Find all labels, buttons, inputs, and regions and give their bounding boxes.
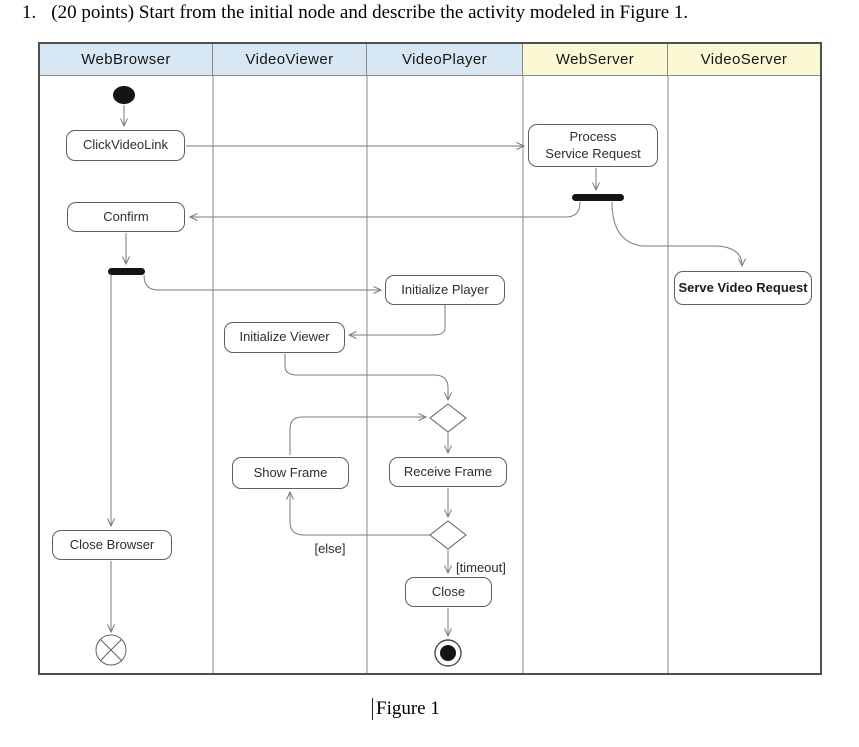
activity-confirm: Confirm [67,202,185,232]
activity-show-frame: Show Frame [232,457,349,489]
activity-close: Close [405,577,492,607]
activity-diagram: WebBrowser VideoViewer VideoPlayer WebSe… [38,42,822,675]
diagram-connectors [95,76,746,673]
swimlane-header-row: WebBrowser VideoViewer VideoPlayer WebSe… [40,44,820,76]
lane-separator-lines [212,76,669,673]
merge-diamond [429,403,467,433]
figure-caption-text: Figure 1 [376,698,440,719]
initial-node [113,86,135,104]
edge-initializeplayer-to-initializeviewer [347,305,446,339]
activity-receive-frame: Receive Frame [389,457,507,487]
fork-bar-webbrowser [108,268,145,275]
activity-process-service-request: Process Service Request [528,124,658,167]
flow-final-node [95,634,127,666]
question-text: 1. (20 points) Start from the initial no… [22,2,822,24]
edge-fork-to-confirm [188,201,581,221]
activity-click-video-link: ClickVideoLink [66,130,185,161]
question-number: 1. [22,2,37,23]
activity-serve-video-request: Serve Video Request [674,271,812,305]
text-cursor [372,698,373,720]
figure-caption: Figure 1 [372,698,440,720]
lane-header-webserver: WebServer [523,44,668,76]
control-flow-edges [107,105,746,638]
activity-final-node [434,639,462,667]
edge-fork-to-servevideo [611,201,746,268]
lane-header-webbrowser: WebBrowser [40,44,213,76]
edge-initializeviewer-to-merge [284,354,452,402]
guard-else-label: [else] [314,541,346,556]
lane-header-videoviewer: VideoViewer [213,44,367,76]
activity-initialize-player: Initialize Player [385,275,505,305]
edge-decision-else-to-showframe [286,490,431,536]
lane-header-videoserver: VideoServer [668,44,820,76]
edge-fork2-to-initializeplayer [143,274,383,294]
activity-initialize-viewer: Initialize Viewer [224,322,345,353]
guard-timeout-label: [timeout] [456,560,506,575]
fork-bar-webserver [572,194,624,201]
question-body: (20 points) Start from the initial node … [51,2,689,23]
edge-showframe-to-merge [289,413,428,455]
activity-close-browser: Close Browser [52,530,172,560]
decision-diamond [429,520,467,550]
lane-header-videoplayer: VideoPlayer [367,44,523,76]
